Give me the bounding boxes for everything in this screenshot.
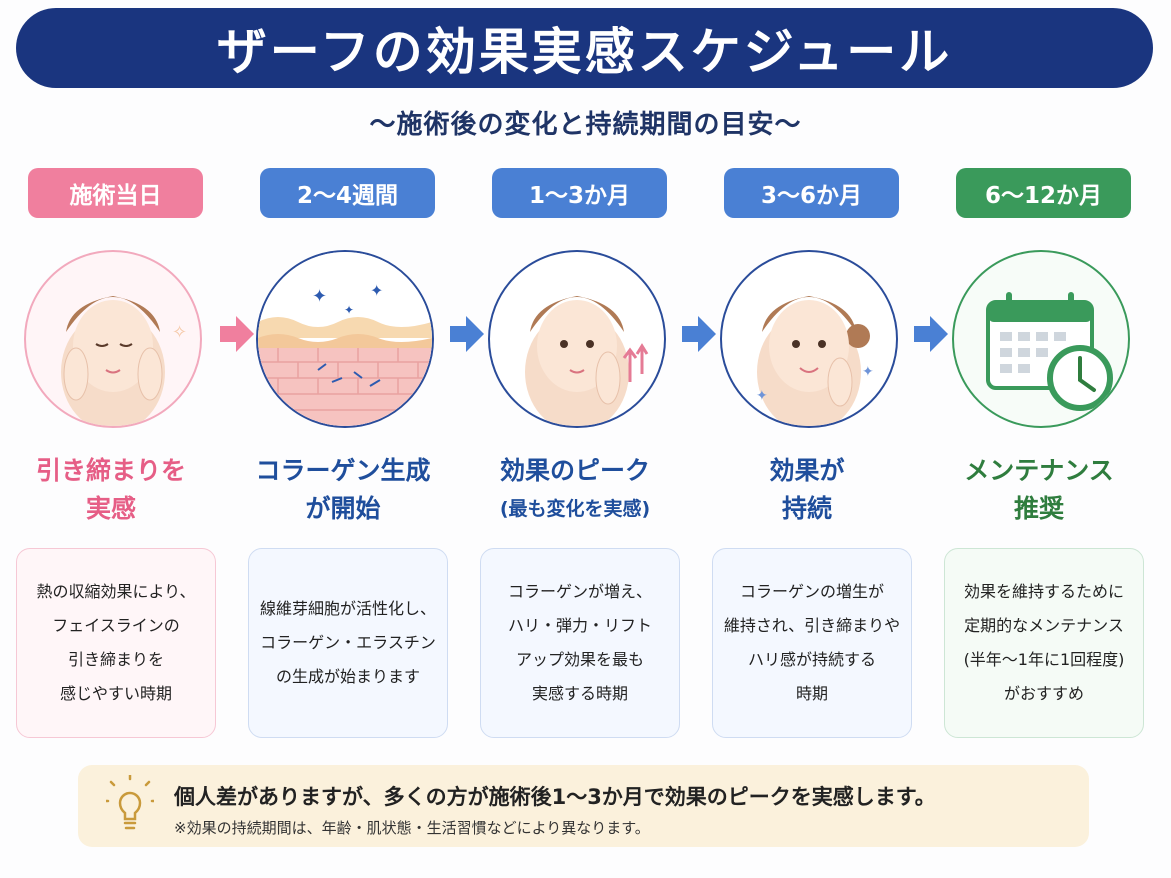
svg-text:✦: ✦ xyxy=(756,388,768,404)
svg-text:✧: ✧ xyxy=(172,322,187,343)
svg-text:✦: ✦ xyxy=(862,364,874,380)
svg-text:✦: ✦ xyxy=(312,286,327,307)
arrow-right-icon xyxy=(914,316,948,352)
step-description-card: 効果を維持するために 定期的なメンテナンス (半年〜1年に1回程度) がおすすめ xyxy=(944,548,1144,738)
step-badge: 2〜4週間 xyxy=(260,168,435,218)
page-subtitle: 〜施術後の変化と持続期間の目安〜 xyxy=(369,110,802,140)
step-description-card: 線維芽細胞が活性化し、 コラーゲン・エラスチン の生成が始まります xyxy=(248,548,448,738)
calendar-clock-icon xyxy=(952,250,1130,428)
step-badge: 施術当日 xyxy=(28,168,203,218)
step-description-card: 熱の収縮効果により、 フェイスラインの 引き締まりを 感じやすい時期 xyxy=(16,548,216,738)
arrow-right-icon xyxy=(450,316,484,352)
skin-layers-icon: ✦ ✦ ✦ xyxy=(256,250,434,428)
note-sub-text: ※効果の持続期間は、年齢・肌状態・生活習慣などにより異なります。 xyxy=(174,819,650,837)
step-heading: コラーゲン生成 が開始 xyxy=(255,456,431,523)
face-sparkle-icon: ✦ ✦ xyxy=(720,250,898,428)
svg-text:✦: ✦ xyxy=(370,281,383,300)
step-heading: 効果のピーク (最も変化を実感) xyxy=(499,456,651,520)
svg-text:✦: ✦ xyxy=(344,303,354,317)
step-badge: 1〜3か月 xyxy=(492,168,667,218)
step-heading: メンテナンス 推奨 xyxy=(964,456,1114,523)
step-heading: 効果が 持続 xyxy=(769,456,845,523)
lightbulb-icon xyxy=(106,775,154,830)
step-badge: 6〜12か月 xyxy=(956,168,1131,218)
arrow-right-icon xyxy=(682,316,716,352)
face-lift-icon xyxy=(488,250,666,428)
arrow-right-icon xyxy=(220,316,254,352)
face-hands-icon: ✧ xyxy=(24,250,202,428)
step-description-card: コラーゲンの増生が 維持され、引き締まりや ハリ感が持続する 時期 xyxy=(712,548,912,738)
note-main-text: 個人差がありますが、多くの方が施術後1〜3か月で効果のピークを実感します。 xyxy=(174,785,936,809)
note-box: 個人差がありますが、多くの方が施術後1〜3か月で効果のピークを実感します。 ※効… xyxy=(78,765,1089,847)
title-banner: ザーフの効果実感スケジュール xyxy=(16,8,1153,88)
page-title: ザーフの効果実感スケジュール xyxy=(216,23,953,81)
step-badge: 3〜6か月 xyxy=(724,168,899,218)
step-description-card: コラーゲンが増え、 ハリ・弾力・リフト アップ効果を最も 実感する時期 xyxy=(480,548,680,738)
step-heading: 引き締まりを 実感 xyxy=(35,456,186,523)
